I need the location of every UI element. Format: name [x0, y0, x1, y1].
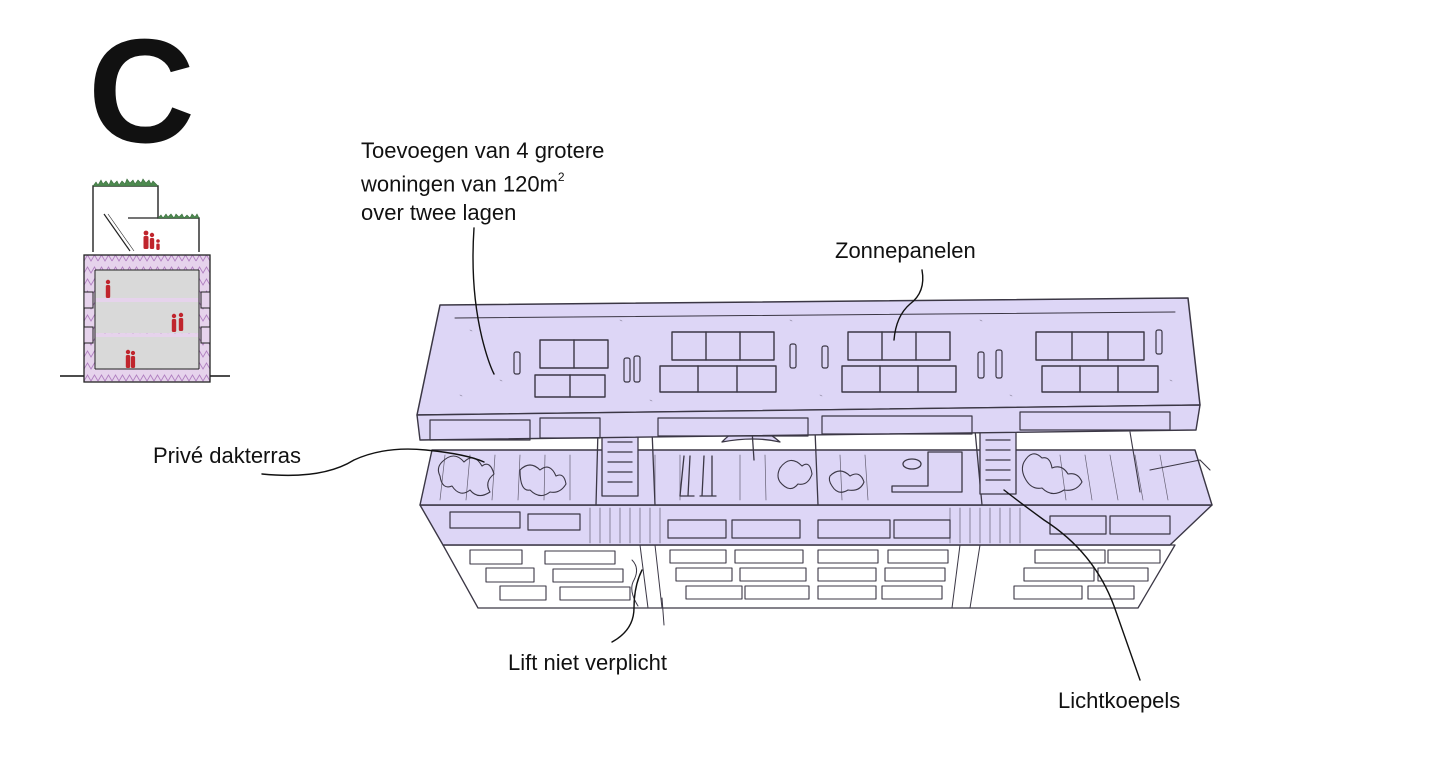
section-floor-3: [95, 337, 199, 369]
upper-fascia-windows: [429, 411, 1171, 441]
label-toevoegen-line2: woningen van 120m2: [361, 165, 604, 198]
people-figures: [105, 230, 184, 368]
green-roof-lower: [157, 213, 200, 219]
section-window: [83, 291, 94, 309]
section-window: [200, 326, 211, 344]
label-lift: Lift niet verplicht: [508, 650, 667, 675]
label-toevoegen-line1: Toevoegen van 4 grotere: [361, 138, 605, 163]
rooftop-addition-outline: [92, 185, 200, 252]
rooftop-stair: [103, 213, 131, 252]
label-lichtkoepels: Lichtkoepels: [1058, 688, 1181, 713]
label-prive-dakterras: Privé dakterras: [153, 443, 301, 468]
leader-lichtkoepels: [1003, 489, 1141, 681]
lower-facade-windows: [469, 549, 1161, 601]
section-window: [200, 291, 211, 309]
label-toevoegen-line2-text: woningen van 120m: [361, 171, 558, 197]
leader-prive: [261, 448, 485, 477]
section-letter: C: [88, 9, 195, 174]
terrace-plants: [437, 431, 1211, 497]
label-zonnepanelen: Zonnepanelen: [835, 238, 976, 263]
roof-vents: [513, 329, 1163, 383]
leader-lift: [611, 569, 643, 643]
label-toevoegen: Toevoegen van 4 grotere woningen van 120…: [361, 136, 604, 227]
addition-lower-windows: [449, 511, 1171, 539]
skylight-right: [979, 429, 1017, 495]
label-toevoegen-superscript: 2: [557, 170, 565, 184]
skylight-left: [601, 431, 639, 497]
solar-panels: [534, 331, 1159, 398]
section-floor-1: [95, 270, 199, 298]
addition-lower-band: [419, 504, 1213, 546]
leader-toevoegen: [472, 227, 495, 375]
label-toevoegen-line3: over twee lagen: [361, 200, 517, 226]
leader-lines: [261, 227, 1141, 681]
section-window: [83, 326, 94, 344]
leader-zonnepanelen: [893, 269, 924, 341]
green-roof-upper: [92, 178, 159, 187]
